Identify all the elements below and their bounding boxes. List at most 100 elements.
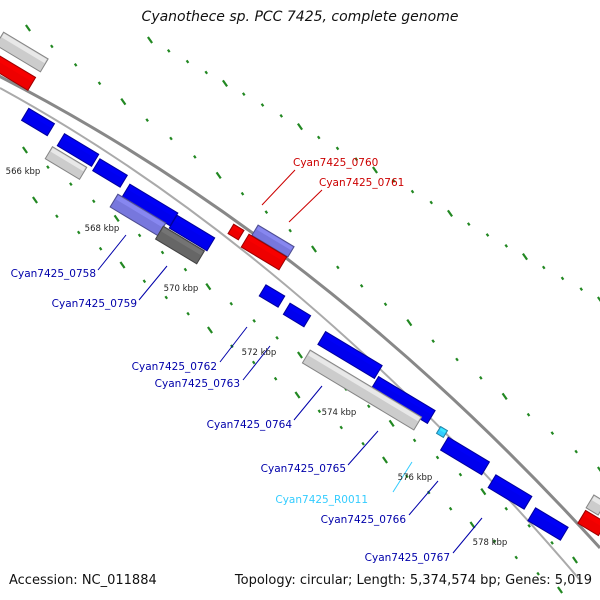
gc-tick [205,283,212,291]
gene-trna [435,425,449,439]
gc-tick [596,296,600,302]
gene-label[interactable]: Cyan7425_0766 [321,514,407,526]
gc-tick [560,276,565,281]
gc-tick [431,339,435,343]
scale-label: 576 kbp [398,473,433,483]
gene-forward [487,474,533,510]
gene-label[interactable]: Cyan7425_0763 [155,378,240,390]
gc-tick [185,59,190,64]
gc-tick [354,157,359,162]
gc-tick [160,250,165,255]
backbone-outer-line [0,74,600,550]
gene-label[interactable]: Cyan7425_R0011 [275,494,368,506]
label-leader-line [452,517,483,554]
gene-rna [227,223,245,241]
gc-tick [574,449,578,454]
gc-tick [316,135,321,140]
gene-rna [577,509,600,537]
gc-tick [504,506,509,511]
gc-tick [186,311,190,316]
gene-label[interactable]: Cyan7425_0761 [319,177,404,189]
gc-tick [410,189,415,194]
gene-forward [258,284,286,308]
label-leaders [97,169,483,554]
gc-tick [146,36,154,44]
gc-tick [458,472,463,477]
gc-tick [24,24,32,32]
gene-forward [439,436,491,476]
gene-reverse [44,146,88,180]
gc-tick [550,431,555,436]
gc-tick [137,233,142,238]
gc-tick [50,44,54,49]
gc-tick [406,319,413,327]
gene-label[interactable]: Cyan7425_0759 [52,298,137,310]
gene-forward [56,133,100,167]
gc-tick [317,409,322,414]
gc-tick [536,571,540,576]
gc-tick [405,474,409,479]
gc-tick [381,456,389,464]
scale-label: 574 kbp [322,408,357,418]
gc-tick [91,199,96,204]
label-leader-line [261,169,296,206]
gene-label[interactable]: Cyan7425_0764 [207,419,293,431]
gc-tick [596,466,600,472]
topology-text: Topology: circular; Length: 5,374,574 bp… [234,573,592,588]
gc-tick [183,267,188,272]
label-leader-line [408,480,439,516]
gene-label[interactable]: Cyan7425_0762 [132,361,217,373]
gc-tick [429,200,434,205]
gc-tick [391,178,396,183]
gc-skew-track [21,24,600,594]
gc-tick [556,586,564,594]
gc-tick [273,376,278,381]
gc-tick [446,209,454,217]
gc-tick [455,357,459,362]
label-leader-line [392,461,413,493]
gc-tick [435,455,440,460]
accession-text: Accession: NC_011884 [9,573,157,588]
gc-tick [215,171,222,179]
gc-tick [142,279,147,284]
gene-pseudo [251,224,295,258]
gc-tick [97,81,102,86]
gc-tick [119,261,126,269]
label-leader-line [242,345,271,381]
gene-label[interactable]: Cyan7425_0765 [261,463,346,475]
gene-forward [20,107,56,137]
gene-forward [527,507,569,541]
gc-tick [527,523,531,528]
gene-reverse [301,349,423,431]
gene-label[interactable]: Cyan7425_0760 [293,157,378,169]
gc-tick [31,196,39,204]
gc-tick [492,539,497,544]
gene-label[interactable]: Cyan7425_0758 [11,268,96,280]
gc-tick [76,230,81,235]
gene-labels: Cyan7425_0760Cyan7425_0761Cyan7425_0758C… [11,157,450,564]
gc-tick [310,245,318,253]
scale-label: 566 kbp [6,167,41,177]
gc-tick [514,555,519,560]
gc-tick [279,113,284,118]
gc-tick [339,425,344,430]
gc-tick [241,92,246,97]
label-leader-line [138,265,168,301]
gc-tick [252,318,256,323]
label-leader-line [293,385,323,421]
gc-tick [359,283,364,288]
gene-track [0,31,600,541]
gc-tick [504,243,509,248]
gc-tick [113,214,120,222]
gene-label[interactable]: Cyan7425_0767 [365,552,450,564]
gc-tick [336,265,340,270]
gc-tick [448,506,453,511]
gc-tick [55,214,59,219]
gc-tick [480,488,487,496]
gc-tick [21,146,29,154]
scale-label: 568 kbp [85,224,120,234]
gene-forward [317,330,383,380]
gc-tick [541,265,546,270]
